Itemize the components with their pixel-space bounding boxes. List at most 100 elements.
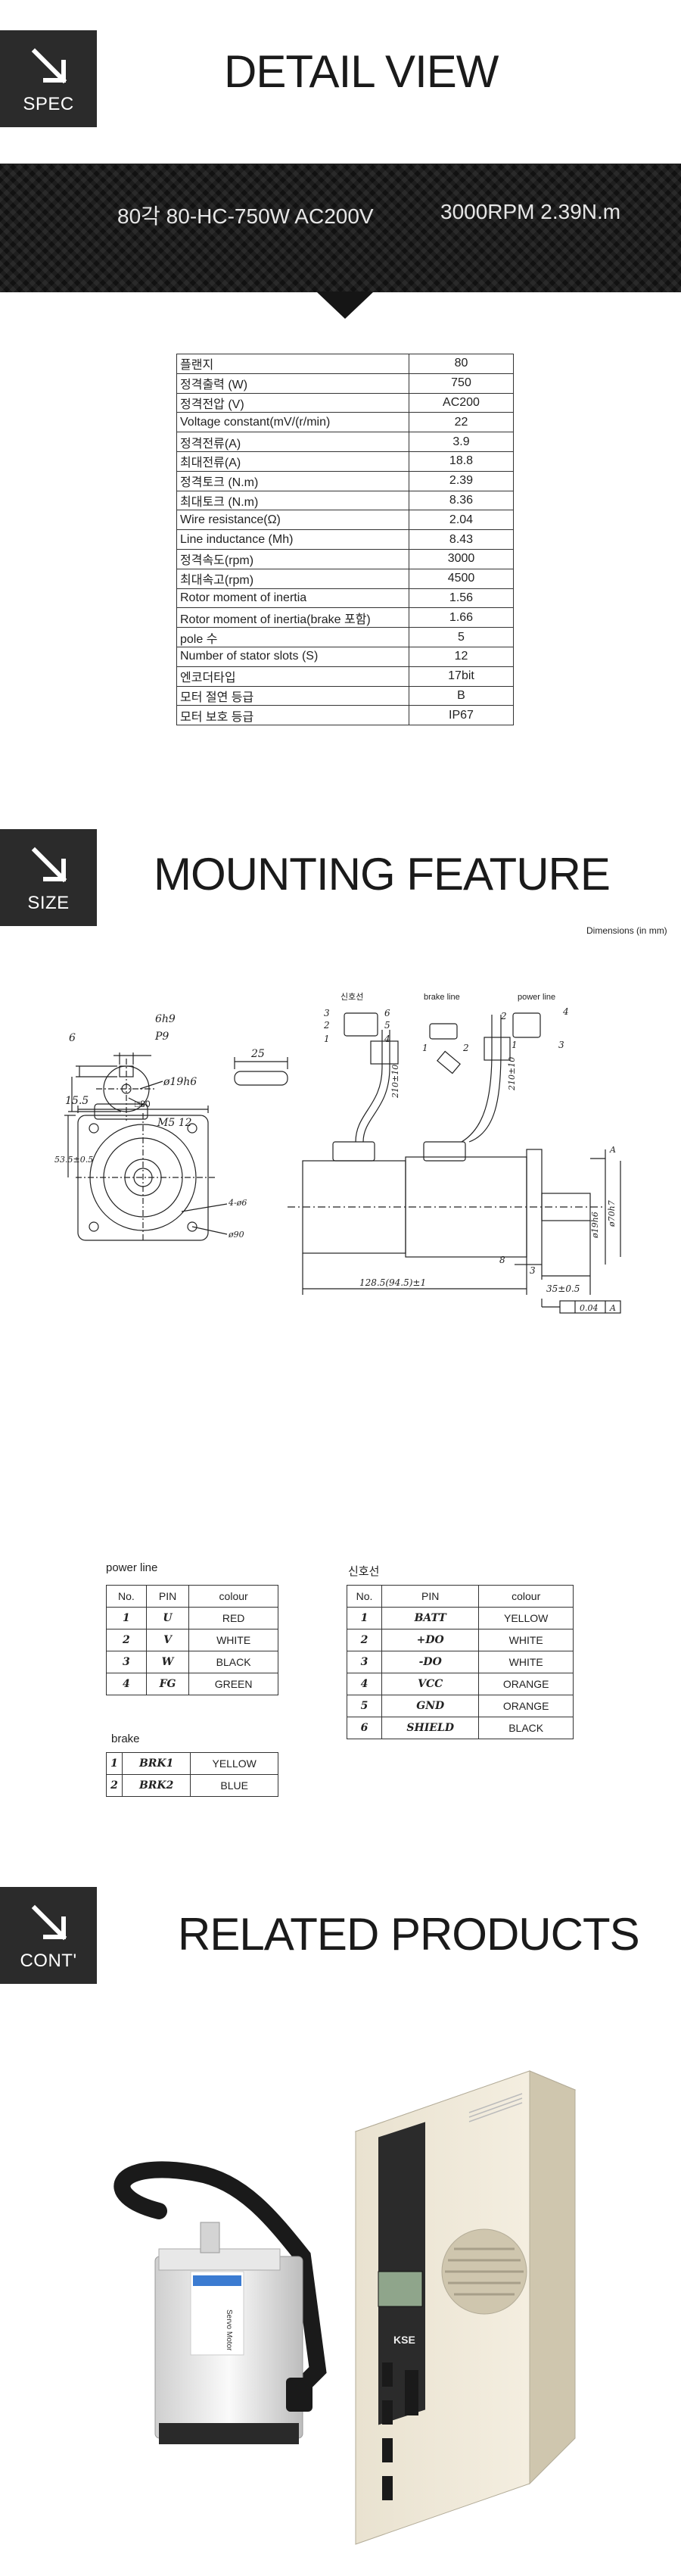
pin-number: 4 [106,1673,147,1695]
pin-p-4: 4 [562,1006,569,1017]
pin-name: -DO [381,1651,480,1673]
spec-value: 4500 [409,568,514,589]
label-flange-square: □80 [135,1099,151,1109]
pin-number: 1 [346,1607,383,1629]
spec-key: Wire resistance(Ω) [176,510,409,531]
arrow-down-right-icon [31,48,67,84]
spec-row: Rotor moment of inertia(brake 포함)1.66 [176,607,514,628]
label-hole-90: ø90 [228,1230,244,1240]
wire-colour: WHITE [478,1629,574,1651]
label-shaft-m: M5 12 [157,1117,192,1129]
related-products-title: RELATED PRODUCTS [178,1909,640,1960]
spec-key: 모터 절연 등급 [176,685,409,706]
pin-name: GND [381,1695,480,1717]
spec-key: 정격속도(rpm) [176,548,409,569]
mounting-drawing: 6h9 P9 ø19h6 M5 12 6 15.5 25 □80 53.5±0.… [54,992,621,1314]
pin-number: 4 [346,1673,383,1695]
spec-value: 3.9 [409,432,514,452]
pin-p-3: 3 [558,1040,564,1050]
servo-drive-product: KSE [354,2070,577,2545]
brake-table-title: brake [111,1732,140,1745]
spec-value: 18.8 [409,451,514,472]
pin-name: FG [145,1673,190,1695]
pin-name: W [145,1651,190,1673]
label-key-width: 6h9 [155,1013,176,1025]
pin-name: BRK1 [121,1752,191,1775]
spec-row: Voltage constant(mV/(r/min)22 [176,412,514,433]
spec-row: Line inductance (Mh)8.43 [176,529,514,550]
pin-name: VCC [381,1673,480,1695]
spec-key: 정격출력 (W) [176,373,409,394]
label-shaft-dia: ø19h6 [163,1076,197,1088]
label-cable-len-2: 210±10 [507,1057,517,1091]
pin-number: 1 [106,1607,147,1629]
shaft-section [68,1053,163,1121]
spec-value: AC200 [409,392,514,413]
label-shaft-len: 35±0.5 [546,1283,580,1294]
spec-key: 최대전류(A) [176,451,409,472]
spec-value: 2.39 [409,470,514,491]
spec-key: Voltage constant(mV/(r/min) [176,412,409,433]
spec-row: 정격전압 (V)AC200 [176,392,514,413]
spec-value: 750 [409,373,514,394]
wire-colour: BLUE [190,1774,278,1797]
cont-badge: CONT' [0,1887,97,1984]
label-flange-dia: 53.5±0.5 [54,1155,93,1165]
banner-rating: 3000RPM 2.39N.m [440,200,621,223]
spec-key: 정격전압 (V) [176,392,409,413]
label-dia-70: ø70h7 [607,1200,617,1227]
pin-b-2: 2 [462,1043,469,1053]
pin-p-1: 1 [512,1040,518,1050]
pin-s-2: 2 [323,1020,330,1031]
label-power-conn: power line [518,993,555,1002]
label-tolerance-ref: A [609,1303,616,1313]
spec-row: 정격전류(A)3.9 [176,432,514,452]
pin-number: 1 [106,1752,123,1775]
spec-key: Line inductance (Mh) [176,529,409,550]
wire-colour: ORANGE [478,1673,574,1695]
pin-s-4: 4 [384,1034,390,1044]
wire-colour: BLACK [188,1651,278,1673]
label-tolerance: 0.04 [580,1303,599,1313]
spec-value: 1.66 [409,607,514,628]
spec-row: 정격출력 (W)750 [176,373,514,394]
spec-key: 정격토크 (N.m) [176,470,409,491]
label-signal-conn: 신호선 [340,992,363,1002]
column-header: colour [478,1585,574,1608]
spec-key: 최대속고(rpm) [176,568,409,589]
wire-colour: ORANGE [478,1695,574,1717]
spec-row: 최대속고(rpm)4500 [176,568,514,589]
wire-colour: GREEN [188,1673,278,1695]
label-body-len: 128.5(94.5)±1 [359,1277,426,1288]
spec-value: B [409,685,514,706]
pin-number: 5 [346,1695,383,1717]
pin-name: SHIELD [381,1717,480,1739]
spec-row: 최대토크 (N.m)8.36 [176,490,514,511]
label-dim-3: 3 [530,1265,536,1276]
wire-colour: WHITE [188,1629,278,1651]
motor-label-text: Servo Motor [225,2309,233,2351]
pin-number: 2 [346,1629,383,1651]
spec-row: Number of stator slots (S)12 [176,646,514,667]
arrow-down-right-icon [31,847,67,883]
label-datum: A [609,1145,616,1155]
spec-key: pole 수 [176,627,409,647]
spec-value: 80 [409,354,514,374]
pin-name: U [145,1607,190,1629]
label-dim-8: 8 [499,1255,505,1265]
signal-table-title: 신호선 [348,1565,380,1578]
model-banner [0,164,681,292]
spec-value: 17bit [409,666,514,687]
pin-number: 2 [106,1629,147,1651]
spec-value: IP67 [409,705,514,726]
connector-pinouts [344,1012,541,1040]
